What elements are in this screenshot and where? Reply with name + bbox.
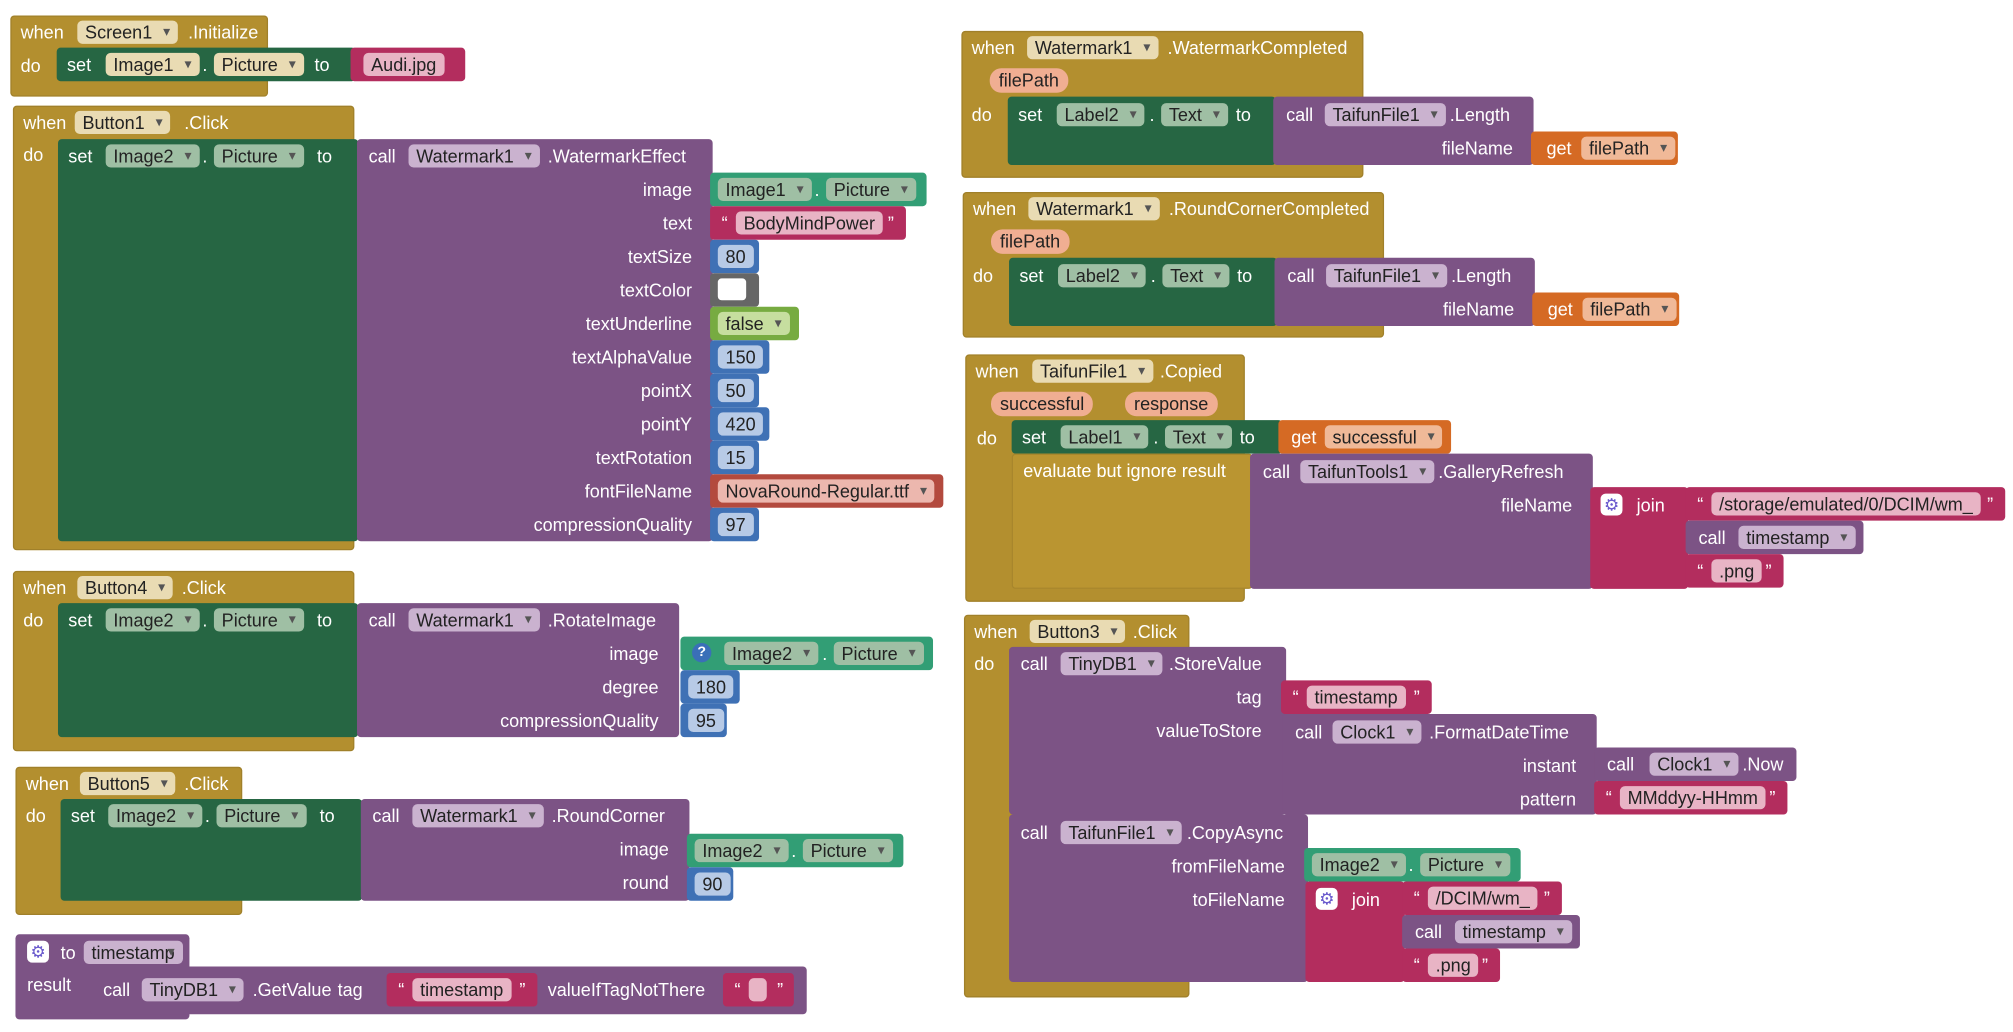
help-icon[interactable]: ? [692, 643, 712, 663]
round-corner-call-block[interactable]: call Watermark1 .RoundCorner image round [360, 798, 690, 901]
param-filepath[interactable]: filePath [991, 229, 1070, 254]
component-dropdown[interactable]: Button5 [79, 771, 176, 796]
join-block[interactable]: ⚙ join [1590, 487, 1689, 589]
text-block[interactable]: “timestamp” [1280, 680, 1432, 714]
number-block[interactable]: 180 [680, 670, 740, 704]
taifunfile-copyasync-call-block[interactable]: call TaifunFile1 .CopyAsync fromFileName… [1009, 814, 1309, 982]
number-block[interactable]: 95 [680, 703, 727, 738]
set-label2-text-block[interactable]: set Label2 . Text to [1009, 257, 1278, 327]
number-block[interactable]: 90 [686, 867, 734, 901]
number-block[interactable]: 50 [710, 373, 760, 408]
text-block[interactable]: “.png” [1402, 948, 1501, 982]
property-dropdown[interactable]: Picture [213, 52, 304, 77]
image2-picture-getter[interactable]: Image2 . Picture [1304, 847, 1521, 882]
image2-picture-getter[interactable]: Image2 . Picture [686, 833, 904, 868]
component-dropdown[interactable]: Watermark1 [408, 144, 540, 168]
watermark-effect-call-block[interactable]: call Watermark1 .WatermarkEffect image t… [356, 139, 713, 542]
text-block[interactable]: “MMddyy-HHmm” [1594, 780, 1788, 815]
color-block[interactable] [710, 273, 760, 307]
get-filepath-block[interactable]: get filePath [1530, 131, 1678, 165]
set-image2-picture-block[interactable]: set Image2 . Picture to [60, 798, 363, 901]
join-block[interactable]: ⚙ join [1305, 881, 1405, 982]
text-block[interactable]: “timestamp” [386, 972, 538, 1007]
gear-icon[interactable]: ⚙ [1600, 493, 1623, 516]
any-image-picture-getter[interactable]: ? Image2 . Picture [680, 636, 934, 671]
param-filepath[interactable]: filePath [989, 68, 1068, 93]
image1-picture-getter[interactable]: Image1 . Picture [710, 172, 927, 207]
text-block[interactable]: “BodyMindPower” [710, 206, 906, 240]
number-block[interactable]: 97 [710, 507, 760, 542]
taifunfile-length-call-block[interactable]: call TaifunFile1 .Length fileName [1274, 257, 1535, 327]
rotate-image-call-block[interactable]: call Watermark1 .RotateImage image degre… [356, 603, 680, 738]
component-dropdown[interactable]: Image2 [105, 144, 200, 168]
component-dropdown[interactable]: Button4 [77, 576, 174, 600]
text-block[interactable]: “/storage/emulated/0/DCIM/wm_” [1685, 487, 2006, 521]
clock-formatdatetime-call-block[interactable]: call Clock1 .FormatDateTime instant patt… [1282, 713, 1597, 815]
screen1-initialize-block[interactable]: when Screen1 .Initialize do set Image1 .… [10, 15, 466, 97]
get-filepath-block[interactable]: get filePath [1532, 292, 1680, 327]
component-dropdown[interactable]: Button1 [74, 110, 171, 135]
gallery-refresh-call-block[interactable]: call TaifunTools1 .GalleryRefresh fileNa… [1250, 453, 1593, 589]
set-label1-text-block[interactable]: set Label1 . Text to [1011, 420, 1283, 454]
set-label2-text-block[interactable]: set Label2 . Text to [1007, 96, 1276, 165]
param-response[interactable]: response [1125, 391, 1218, 417]
property-dropdown[interactable]: Picture [213, 144, 304, 168]
number-block[interactable]: 80 [710, 239, 760, 274]
white-swatch [717, 278, 747, 301]
set-image2-picture-block[interactable]: set Image2 . Picture to [57, 603, 359, 738]
empty-text-block[interactable]: “” [722, 972, 794, 1007]
taifunfile-length-call-block[interactable]: call TaifunFile1 .Length fileName [1273, 96, 1534, 165]
call-timestamp-block[interactable]: call timestamp [1402, 914, 1580, 949]
param-successful[interactable]: successful [991, 391, 1094, 417]
font-file-dropdown-block[interactable]: NovaRound-Regular.ttf [710, 474, 944, 508]
logic-false-block[interactable]: false [710, 306, 799, 341]
call-timestamp-block[interactable]: call timestamp [1685, 520, 1864, 555]
gear-icon[interactable]: ⚙ [27, 940, 49, 963]
procedure-name-field[interactable]: timestamp [83, 940, 183, 964]
component-dropdown[interactable]: Image1 [105, 52, 200, 77]
number-block[interactable]: 150 [710, 340, 770, 374]
number-block[interactable]: 15 [710, 440, 760, 475]
text-block[interactable]: Audi.jpg [350, 47, 466, 82]
clock-now-call-block[interactable]: call Clock1 .Now [1594, 747, 1797, 781]
get-successful-block[interactable]: get successful [1278, 420, 1452, 454]
evaluate-ignore-block[interactable]: evaluate but ignore result [1011, 453, 1253, 589]
gear-icon[interactable]: ⚙ [1315, 887, 1338, 910]
component-dropdown[interactable]: Screen1 [77, 20, 179, 44]
set-image2-picture-block[interactable]: set Image2 . Picture to [57, 139, 359, 542]
text-block[interactable]: “.png” [1685, 554, 1784, 588]
tinydb-storevalue-call-block[interactable]: call TinyDB1 .StoreValue tag valueToStor… [1009, 646, 1287, 815]
text-block[interactable]: “/DCIM/wm_” [1402, 881, 1562, 915]
number-block[interactable]: 420 [710, 407, 770, 441]
set-image1-picture-block[interactable]: set Image1 . Picture to [56, 47, 356, 82]
